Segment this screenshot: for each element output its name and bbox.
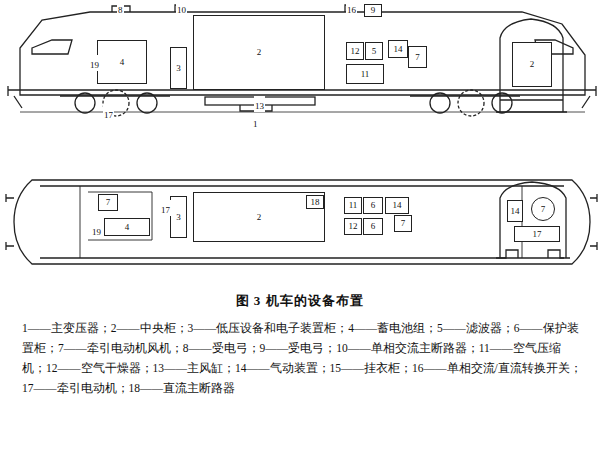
equipment-box: 18	[306, 195, 324, 209]
callout-label: 17	[103, 105, 114, 121]
callout-number: 3	[176, 64, 181, 73]
equipment-box: 12	[346, 42, 364, 60]
callout-number: 7	[106, 198, 111, 207]
callout-number: 14	[511, 207, 520, 216]
equipment-box: 11	[346, 64, 384, 84]
callout-label: 8	[117, 0, 124, 16]
figure-caption: 1——主变压器；2——中央柜；3——低压设备和电子装置柜；4——蓄电池组；5——…	[22, 318, 582, 398]
callout-number: 10	[177, 5, 186, 15]
equipment-box: 3	[170, 47, 187, 89]
callout-number: 1	[253, 119, 258, 129]
equipment-box: 7	[394, 215, 412, 232]
callout-number: 12	[351, 47, 360, 56]
callout-number: 3	[176, 213, 181, 222]
callout-label: 13	[254, 96, 265, 112]
equipment-box: 2	[193, 15, 325, 90]
callout-number: 16	[347, 5, 356, 15]
callout-number: 17	[104, 110, 113, 120]
callout-number: 4	[125, 223, 130, 232]
callout-number: 2	[257, 213, 262, 222]
equipment-box: 14	[507, 200, 523, 222]
callout-number: 11	[349, 201, 358, 210]
callout-number: 19	[92, 227, 101, 237]
callout-number: 18	[311, 198, 320, 207]
equipment-box: 4	[104, 218, 150, 236]
callout-number: 17	[161, 205, 170, 215]
callout-number: 7	[541, 205, 546, 214]
callout-label: 16	[346, 0, 357, 16]
equipment-box: 9	[364, 4, 382, 17]
fan-circle: 7	[531, 197, 555, 221]
callout-number: 19	[90, 60, 99, 70]
figure-title: 图 3 机车的设备布置	[0, 292, 599, 310]
callout-label: 10	[176, 0, 187, 16]
callout-number: 14	[394, 45, 403, 54]
equipment-box: 14	[388, 40, 408, 58]
callout-label: 17	[160, 200, 171, 216]
equipment-box: 11	[344, 197, 362, 214]
equipment-box: 17	[514, 226, 560, 242]
callout-number: 14	[393, 201, 402, 210]
callout-number: 8	[118, 5, 123, 15]
equipment-box: 12	[344, 218, 362, 235]
equipment-box: 14	[385, 197, 409, 214]
callout-label: 1	[252, 114, 259, 130]
equipment-box: 7	[408, 46, 427, 68]
callout-number: 6	[371, 201, 376, 210]
callout-number: 9	[371, 6, 376, 15]
callout-number: 6	[371, 222, 376, 231]
callout-number: 5	[372, 47, 377, 56]
callout-number: 12	[349, 222, 358, 231]
callout-number: 4	[120, 58, 125, 67]
equipment-box: 6	[363, 197, 383, 214]
callout-label: 19	[91, 222, 102, 238]
callout-label: 19	[89, 55, 100, 71]
callout-number: 13	[255, 101, 264, 111]
callout-number: 11	[361, 70, 370, 79]
callout-number: 2	[530, 60, 535, 69]
callout-number: 7	[401, 219, 406, 228]
callout-number: 17	[533, 230, 542, 239]
equipment-box: 6	[363, 218, 383, 235]
equipment-box: 7	[98, 194, 118, 211]
equipment-box: 2	[512, 42, 552, 87]
callout-number: 2	[257, 48, 262, 57]
equipment-box: 2 18	[193, 192, 325, 242]
callout-number: 7	[415, 53, 420, 62]
equipment-box: 4	[97, 40, 147, 84]
equipment-box: 3	[170, 196, 187, 238]
equipment-box: 5	[365, 42, 383, 60]
